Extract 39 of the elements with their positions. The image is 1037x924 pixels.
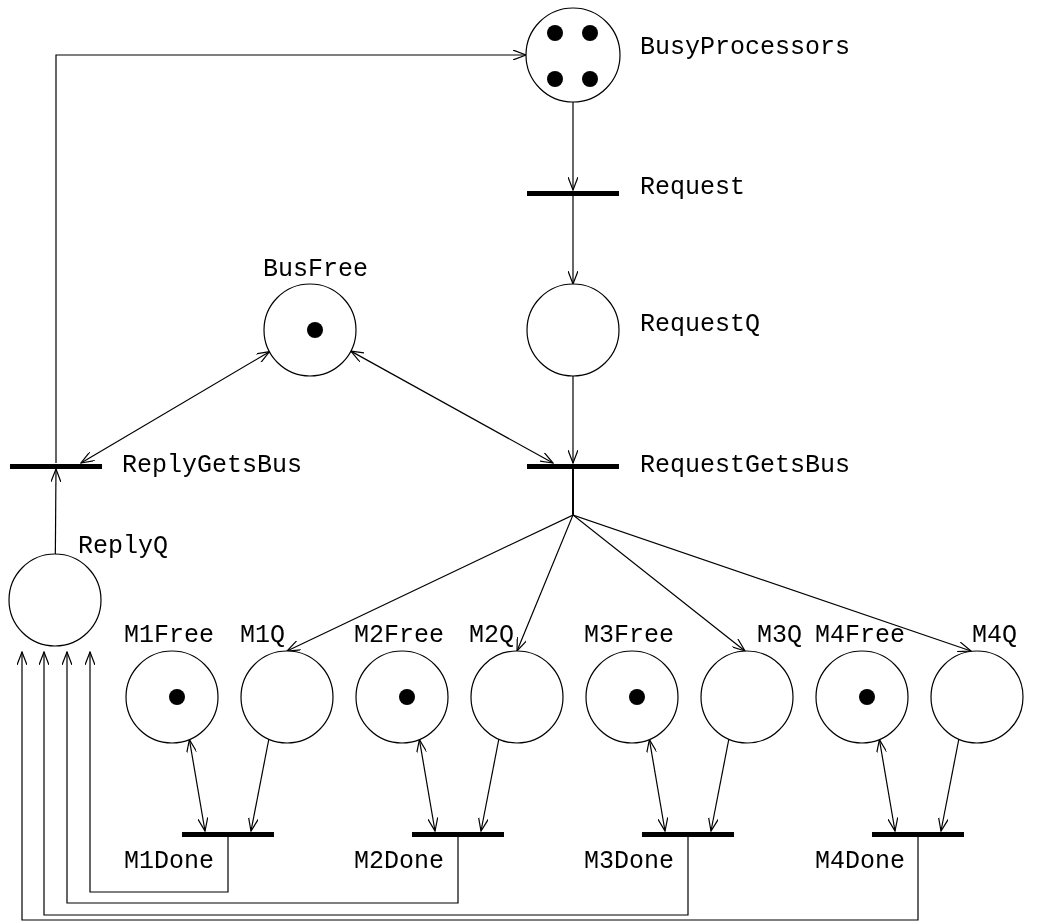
transition-label: M1Done <box>124 848 214 876</box>
place-label: RequestQ <box>640 311 761 339</box>
arc-arrow <box>50 468 62 555</box>
arc-arrow <box>567 195 579 285</box>
arc-arrow <box>186 739 209 832</box>
place-label: M3Free <box>584 622 674 650</box>
arc-arrow <box>16 651 919 921</box>
place-label: BusyProcessors <box>640 34 851 62</box>
place-label: M4Q <box>972 622 1017 650</box>
arc-arrow <box>38 651 689 916</box>
arc-arrow <box>937 738 960 832</box>
transition-label: RequestGetsBus <box>640 452 851 480</box>
transition-label: Request <box>640 174 746 202</box>
place-label: M1Q <box>240 622 285 650</box>
arc-arrow <box>247 738 270 832</box>
place-label: M2Free <box>354 622 444 650</box>
arc-arrow <box>567 101 579 191</box>
arc-arrow <box>876 739 899 832</box>
place-label: M3Q <box>757 622 802 650</box>
transition-label: ReplyGetsBus <box>122 452 303 480</box>
place-label: M1Free <box>124 622 214 650</box>
arc-arrow <box>572 468 972 653</box>
arc-arrow <box>80 351 271 464</box>
arc-arrow <box>61 651 459 904</box>
place-label: M4Free <box>815 622 905 650</box>
arc-arrow <box>84 651 229 893</box>
arc-arrow <box>477 738 500 832</box>
transition-label: M3Done <box>584 848 674 876</box>
arc-arrow <box>567 375 579 464</box>
place-label: BusFree <box>263 256 369 284</box>
arc-arrow <box>350 350 554 464</box>
place-label: M2Q <box>469 622 514 650</box>
arc-arrow <box>416 739 439 832</box>
arc-arrow <box>646 739 669 832</box>
transition-label: M2Done <box>354 848 444 876</box>
transition-label: M4Done <box>815 848 905 876</box>
arc-arrow <box>55 49 527 464</box>
arc-arrow <box>707 738 730 832</box>
place-label: ReplyQ <box>78 533 168 561</box>
